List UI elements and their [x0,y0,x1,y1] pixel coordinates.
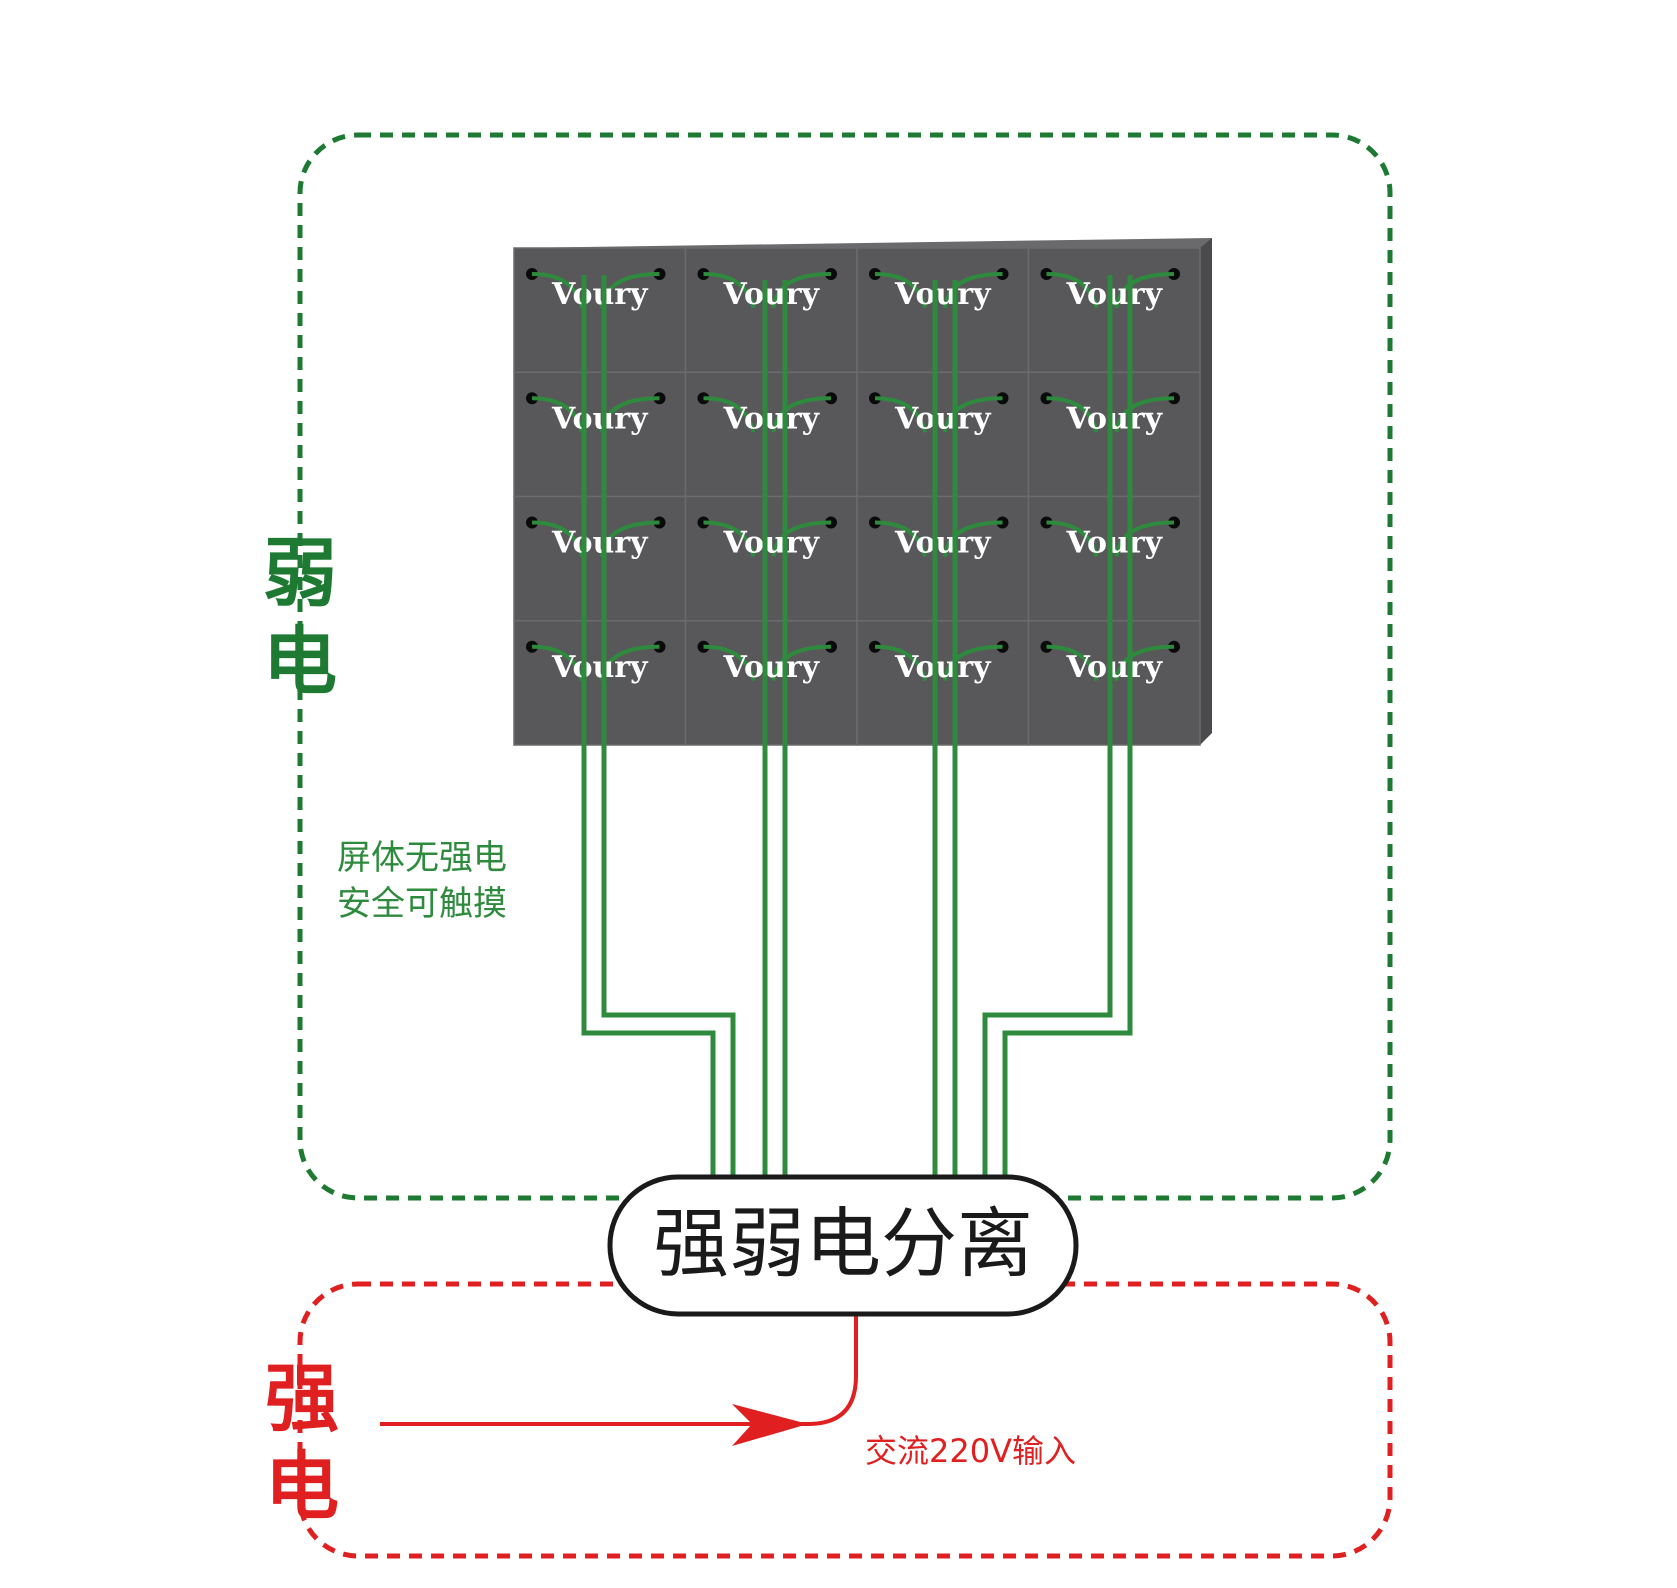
screen-side-face [1200,238,1212,745]
signal-cable [982,275,1113,1177]
led-module: Voury [1027,247,1201,373]
led-module: Voury [856,620,1030,746]
signal-cable [581,275,716,1177]
led-module: Voury [856,371,1030,498]
brand-label: Voury [551,401,649,436]
led-module: Voury [513,371,687,498]
separator-label: 强弱电分离 [653,1199,1033,1288]
module-lead [874,520,1003,558]
separator-box [607,1174,1079,1317]
brand-label: Voury [1065,526,1163,561]
brand-label: Voury [551,277,649,312]
led-module: Voury [513,247,687,373]
module-lead [703,644,832,682]
weak-zone-note-line-1: 屏体无强电 [337,838,507,878]
brand-label: Voury [894,650,992,685]
weak-zone-label: 弱 电 [255,530,345,706]
signal-cable [601,275,736,1177]
brand-label: Voury [551,650,649,685]
brand-label: Voury [1065,401,1163,436]
signal-cable [1002,275,1133,1177]
brand-label: Voury [1065,650,1163,685]
led-module: Voury [1027,620,1201,746]
screen-top-face [514,238,1212,248]
module-lead [874,272,1003,309]
brand-label: Voury [722,650,820,685]
strong-zone-label: 强 电 [257,1355,347,1531]
brand-label: Voury [894,526,992,561]
module-lead [874,396,1003,433]
ac-input-line [380,1316,858,1426]
weak-zone-note: 屏体无强电 安全可触摸 [337,835,507,927]
module-lead [703,272,832,309]
led-module: Voury [684,620,858,746]
ac-input-arrowhead [732,1404,808,1446]
weak-zone-label-line-1: 弱 [263,531,337,617]
strong-zone-label-line-2: 电 [265,1444,339,1530]
led-module: Voury [684,247,858,373]
brand-label: Voury [894,277,992,312]
strong-zone-label-line-1: 强 [265,1356,339,1442]
led-module: Voury [513,620,687,746]
weak-zone-border [297,132,1393,1201]
module-lead [874,644,1003,682]
module-lead [1046,644,1175,682]
led-module: Voury [684,495,858,622]
weak-zone-note-line-2: 安全可触摸 [337,884,507,924]
strong-zone-border [297,1281,1393,1559]
module-lead [703,396,832,433]
led-module: Voury [856,247,1030,373]
brand-label: Voury [1065,277,1163,312]
brand-label: Voury [551,526,649,561]
module-lead [1046,396,1175,433]
module-lead [1046,272,1175,309]
led-module: Voury [513,495,687,622]
led-module: Voury [1027,371,1201,498]
weak-zone-label-line-2: 电 [263,619,337,705]
signal-cables [581,275,1133,1177]
module-lead [1046,520,1175,558]
brand-label: Voury [894,401,992,436]
module-lead [703,520,832,558]
brand-label: Voury [722,277,820,312]
led-module: Voury [1027,495,1201,622]
led-module: Voury [684,371,858,498]
led-module: Voury [856,495,1030,622]
ac-input-note: 交流220V输入 [865,1432,1076,1470]
brand-label: Voury [722,401,820,436]
brand-label: Voury [722,526,820,561]
